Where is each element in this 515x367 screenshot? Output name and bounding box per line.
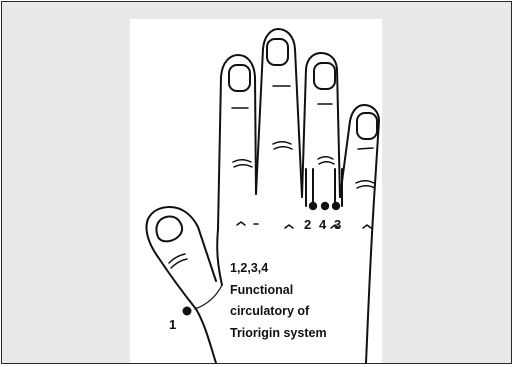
caption-line-2: Functional bbox=[230, 280, 327, 302]
point-2-dot bbox=[309, 202, 317, 210]
diagram-caption: 1,2,3,4 Functional circulatory of Triori… bbox=[230, 258, 327, 344]
fingernails bbox=[156, 39, 377, 241]
caption-line-3: circulatory of bbox=[230, 301, 327, 323]
point-1-label: 1 bbox=[169, 317, 176, 332]
point-4-dot bbox=[321, 202, 329, 210]
hand-diagram-panel: 1 2 4 3 1,2,3,4 Functional circulatory o… bbox=[130, 19, 382, 363]
point-1-dot bbox=[183, 307, 192, 316]
point-3-dot bbox=[332, 202, 340, 210]
point-4-label: 4 bbox=[319, 217, 326, 232]
knuckle-creases bbox=[169, 86, 375, 268]
finger-channels bbox=[306, 169, 342, 206]
caption-line-4: Triorigin system bbox=[230, 323, 327, 345]
point-2-label: 2 bbox=[304, 217, 311, 232]
point-3-label: 3 bbox=[334, 217, 341, 232]
caption-line-1: 1,2,3,4 bbox=[230, 258, 327, 280]
